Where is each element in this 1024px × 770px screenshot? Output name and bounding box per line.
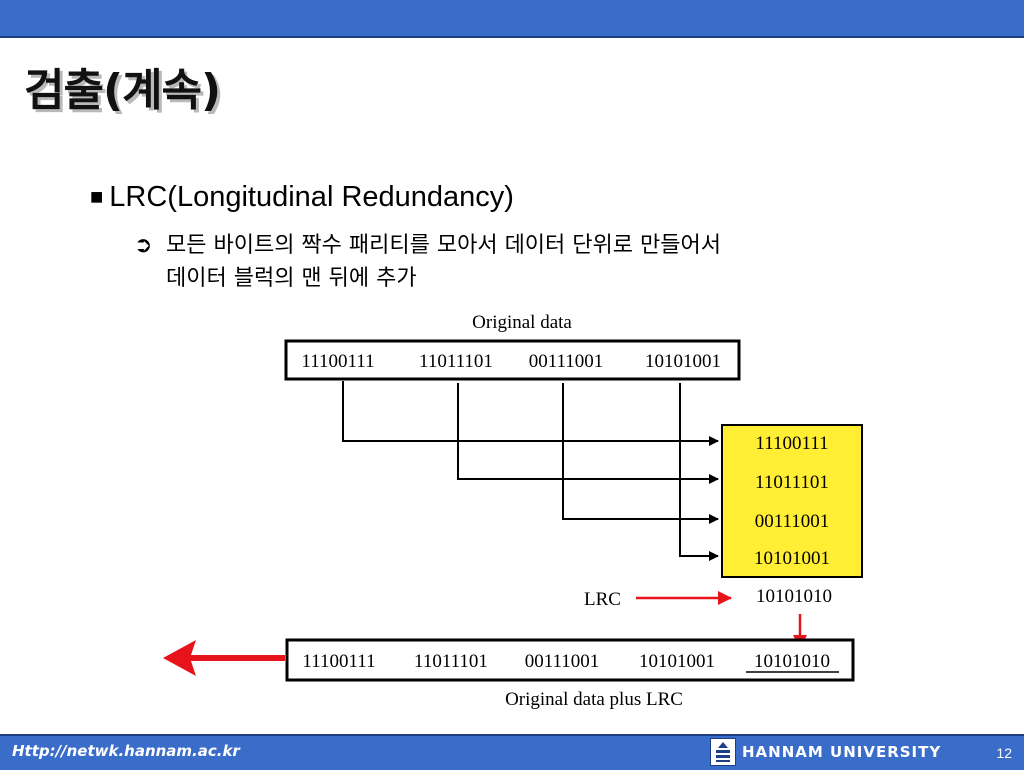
slide-title: 검출(계속): [24, 65, 221, 116]
stacked-byte: 10101001: [754, 548, 830, 569]
result-byte-lrc: 10101010: [754, 651, 830, 672]
connector-line: [679, 383, 719, 561]
arrow-bullet-icon: ➲: [134, 233, 153, 258]
result-byte: 00111001: [525, 651, 600, 672]
original-byte: 00111001: [529, 351, 604, 372]
result-data-box: [285, 638, 855, 682]
original-data-caption: Original data: [472, 312, 572, 333]
lrc-label: LRC: [584, 589, 621, 610]
result-byte: 11011101: [414, 651, 488, 672]
bullet-lrc-text: LRC(Longitudinal Redundancy): [109, 181, 514, 213]
result-byte: 10101001: [639, 651, 715, 672]
lrc-value: 10101010: [756, 586, 832, 607]
footer-bar: Http://netwk.hannam.ac.kr HANNAM UNIVERS…: [0, 734, 1024, 770]
footer-url[interactable]: Http://netwk.hannam.ac.kr: [12, 742, 240, 760]
page-number: 12: [996, 745, 1012, 761]
connector-line: [562, 383, 719, 524]
connector-line: [342, 381, 719, 446]
stacked-bytes-box: [721, 424, 863, 578]
sub-bullet: ➲ 모든 바이트의 짝수 패리티를 모아서 데이터 단위로 만들어서 데이터 블…: [134, 229, 954, 295]
stacked-byte: 11100111: [755, 433, 828, 454]
result-byte: 11100111: [302, 651, 375, 672]
transmit-arrow-head: [163, 640, 196, 676]
sub-bullet-line-2: 데이터 블럭의 맨 뒤에 추가: [166, 266, 417, 291]
original-byte: 11100111: [301, 351, 374, 372]
original-byte: 11011101: [419, 351, 493, 372]
top-bar: [0, 0, 1024, 38]
original-byte: 10101001: [645, 351, 721, 372]
result-caption: Original data plus LRC: [505, 689, 683, 710]
stacked-byte: 11011101: [755, 472, 829, 493]
bullet-lrc: ■LRC(Longitudinal Redundancy): [90, 181, 514, 214]
sub-bullet-line-1: 모든 바이트의 짝수 패리티를 모아서 데이터 단위로 만들어서: [166, 233, 721, 258]
stacked-byte: 00111001: [755, 511, 830, 532]
original-data-box: [284, 339, 741, 381]
square-bullet-icon: ■: [90, 184, 104, 209]
university-logo-icon: [710, 738, 736, 766]
connector-line: [457, 383, 719, 484]
university-name: HANNAM UNIVERSITY: [742, 743, 942, 761]
